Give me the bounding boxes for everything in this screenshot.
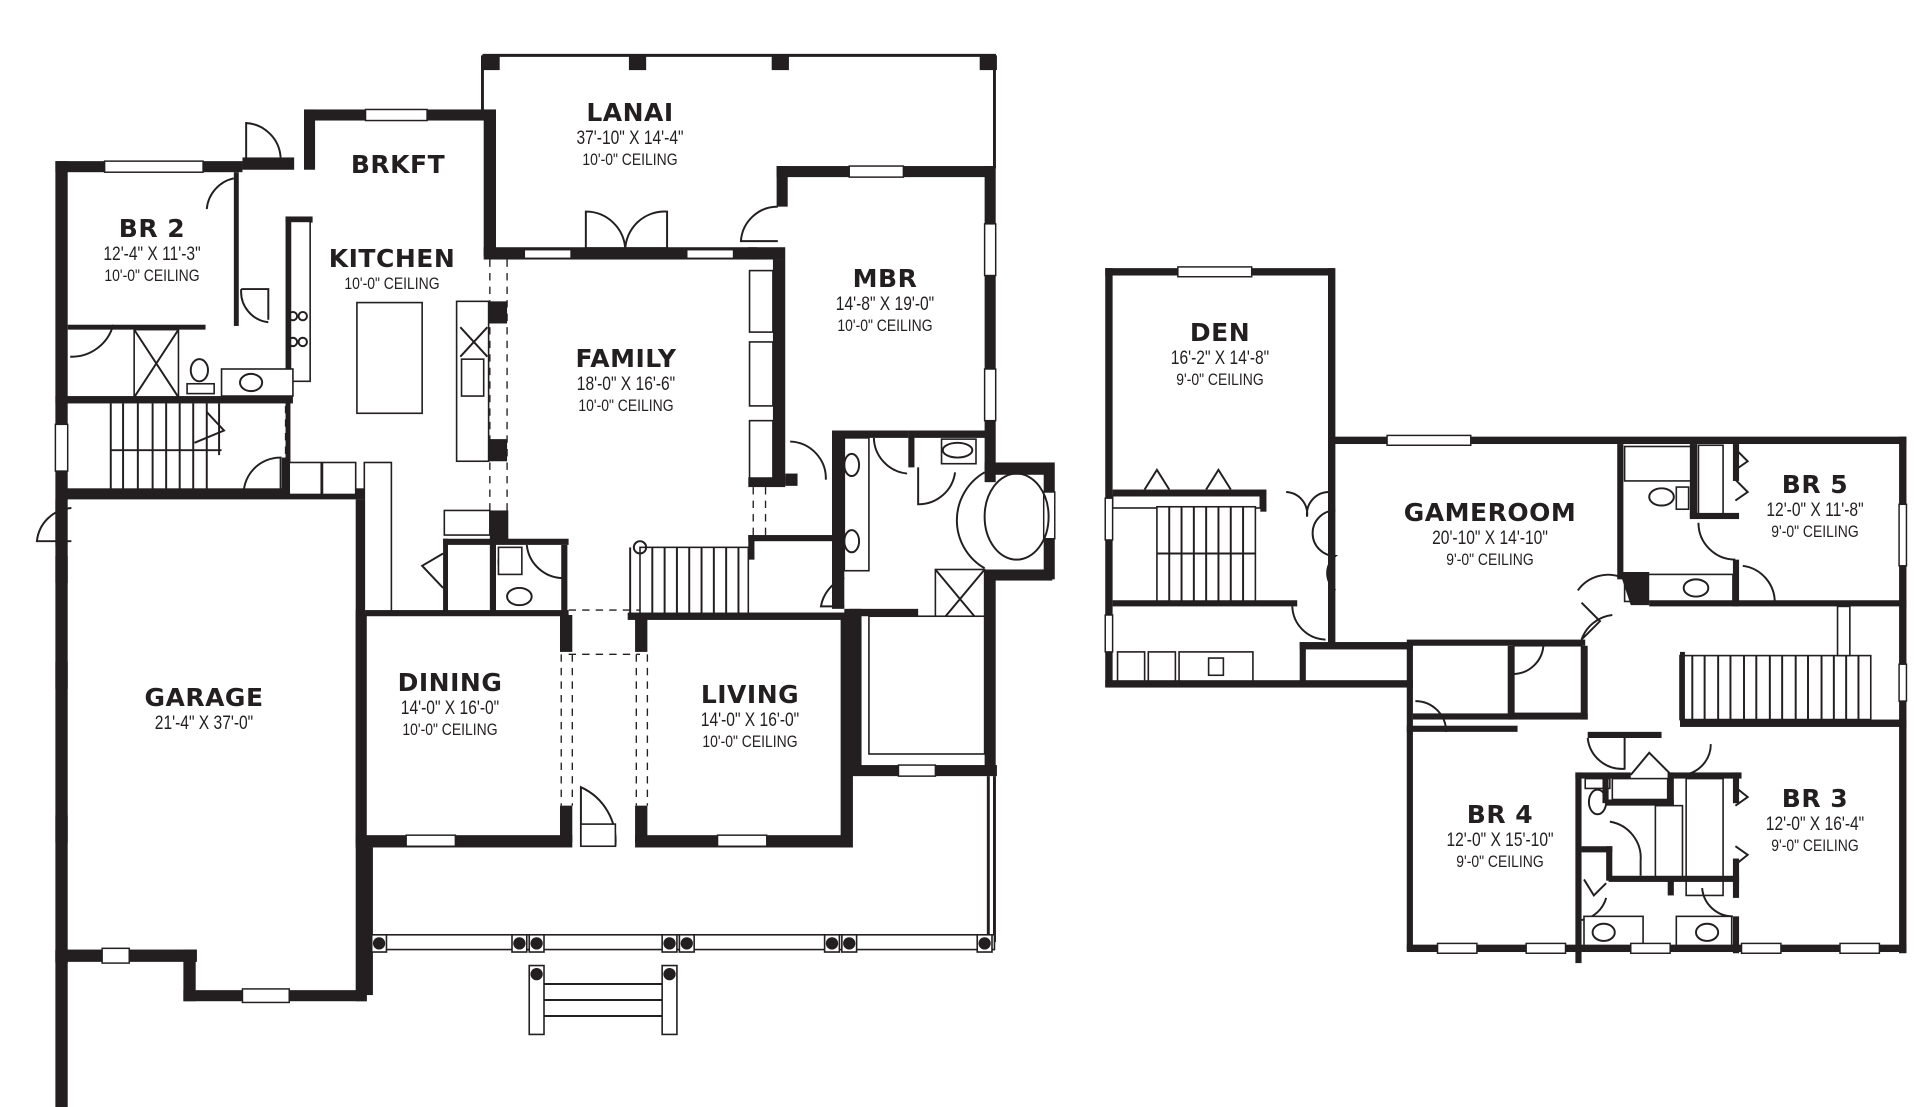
room-name: BR 3 (1781, 784, 1849, 813)
den-walls (1104, 266, 1413, 950)
room-dimensions: 37'-10" X 14'-4" (576, 127, 684, 149)
window (1898, 663, 1908, 702)
room-label-lanai: LANAI 37'-10" X 14'-4" 10'-0" CEILING (565, 98, 696, 170)
room-label-mbr: MBR 14'-8" X 19'-0" 10'-0" CEILING (825, 264, 945, 336)
room-label-garage: GARAGE 21'-4" X 37'-0" (144, 683, 264, 735)
room-label-kitchen: KITCHEN 10'-0" CEILING (329, 244, 456, 294)
room-name: GARAGE (144, 683, 264, 712)
powder-room (365, 509, 569, 619)
window (101, 947, 130, 964)
room-label-br2: BR 2 12'-4" X 11'-3" 10'-0" CEILING (93, 214, 212, 286)
room-label-family: FAMILY 18'-0" X 16'-6" 10'-0" CEILING (566, 344, 686, 416)
room-ceiling: 9'-0" CEILING (1176, 369, 1264, 389)
room-name: MBR (852, 264, 918, 293)
first-floor (35, 53, 1056, 1107)
window (897, 764, 937, 777)
room-dimensions: 21'-4" X 37'-0" (154, 712, 254, 734)
window (1177, 266, 1253, 278)
room-label-br4: BR 4 12'-0" X 15'-10" 9'-0" CEILING (1435, 800, 1566, 872)
room-name: GAMEROOM (1403, 498, 1577, 527)
window (848, 165, 905, 178)
room-ceiling: 9'-0" CEILING (1446, 549, 1534, 569)
room-name: LANAI (586, 98, 674, 127)
brkft-walls (304, 108, 757, 260)
room-dimensions: 12'-0" X 11'-8" (1766, 499, 1864, 521)
window (1436, 942, 1478, 954)
window (1898, 503, 1908, 567)
window (1104, 497, 1114, 541)
window (1386, 434, 1472, 446)
window (364, 108, 428, 122)
dining-walls (355, 610, 573, 848)
window (1839, 942, 1881, 954)
window (103, 160, 204, 173)
room-name: DEN (1189, 318, 1251, 347)
garage-walls (35, 488, 367, 1004)
room-label-living: LIVING 14'-0" X 16'-0" 10'-0" CEILING (690, 680, 810, 752)
room-name: KITCHEN (328, 244, 456, 273)
window (1104, 614, 1114, 653)
lanai-outline (480, 53, 997, 169)
family-walls (560, 247, 850, 848)
window (523, 248, 572, 260)
kitchen-fixtures (242, 259, 508, 616)
room-name: BR 4 (1466, 800, 1534, 829)
front-porch (363, 847, 996, 1036)
french-door (584, 210, 669, 250)
second-floor (1104, 266, 1908, 964)
room-label-dining: DINING 14'-0" X 16'-0" 10'-0" CEILING (390, 668, 510, 740)
window (54, 423, 69, 472)
room-label-brkft: BRKFT (351, 150, 445, 180)
room-dimensions: 14'-0" X 16'-0" (400, 697, 500, 719)
room-ceiling: 10'-0" CEILING (702, 731, 798, 751)
window (1630, 942, 1671, 954)
room-name: BR 2 (118, 214, 186, 243)
room-label-br5: BR 5 12'-0" X 11'-8" 9'-0" CEILING (1756, 470, 1875, 542)
stair-garage (109, 403, 226, 492)
room-ceiling: 10'-0" CEILING (344, 273, 440, 293)
room-name: FAMILY (575, 344, 677, 373)
room-ceiling: 9'-0" CEILING (1771, 521, 1859, 541)
window (716, 834, 768, 847)
room-ceiling: 10'-0" CEILING (837, 315, 933, 335)
room-label-den: DEN 16'-2" X 14'-8" 9'-0" CEILING (1160, 318, 1280, 390)
room-dimensions: 14'-0" X 16'-0" (700, 709, 800, 731)
room-dimensions: 20'-10" X 14'-10" (1432, 527, 1548, 549)
room-name: BR 5 (1781, 470, 1849, 499)
room-dimensions: 12'-0" X 16'-4" (1765, 813, 1865, 835)
window (405, 834, 457, 847)
room-dimensions: 12'-4" X 11'-3" (103, 243, 201, 265)
stair-second-floor (1679, 605, 1908, 727)
room-name: BRKFT (350, 150, 446, 179)
room-ceiling: 10'-0" CEILING (402, 719, 498, 739)
window (686, 248, 735, 260)
window (241, 988, 290, 1004)
window (983, 368, 997, 422)
room-ceiling: 9'-0" CEILING (1456, 851, 1544, 871)
room-ceiling: 10'-0" CEILING (582, 149, 678, 169)
room-label-br3: BR 3 12'-0" X 16'-4" 9'-0" CEILING (1755, 784, 1875, 856)
room-ceiling: 9'-0" CEILING (1771, 835, 1859, 855)
br4-br3-walls (1406, 700, 1907, 964)
room-ceiling: 10'-0" CEILING (104, 265, 200, 285)
room-dimensions: 12'-0" X 15'-10" (1446, 829, 1554, 851)
window (1740, 942, 1782, 954)
room-ceiling: 10'-0" CEILING (578, 395, 674, 415)
room-label-gameroom: GAMEROOM 20'-10" X 14'-10" 9'-0" CEILING (1404, 498, 1576, 570)
mbr-walls (739, 165, 1056, 943)
window (983, 223, 997, 277)
room-dimensions: 18'-0" X 16'-6" (576, 373, 676, 395)
window (1525, 942, 1567, 954)
room-name: DINING (397, 668, 503, 697)
room-name: LIVING (700, 680, 800, 709)
room-dimensions: 16'-2" X 14'-8" (1170, 347, 1270, 369)
room-dimensions: 14'-8" X 19'-0" (835, 293, 935, 315)
kitchen-island (356, 301, 423, 415)
